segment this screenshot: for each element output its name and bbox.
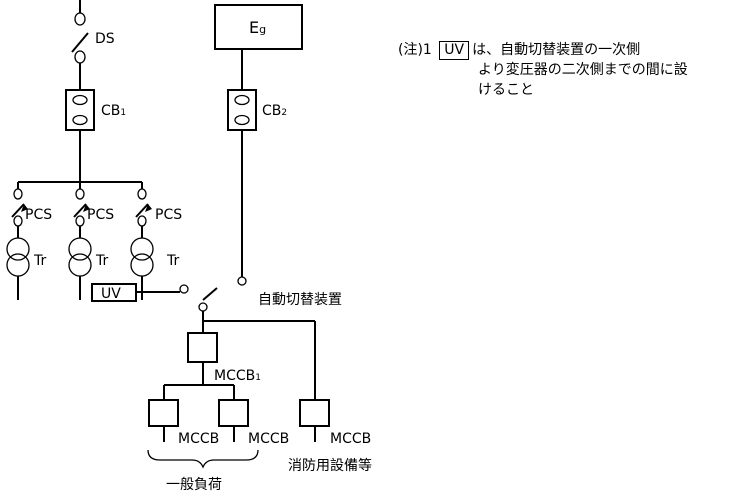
disconnector-ds: DS — [71, 31, 115, 64]
general-load-label: 一般負荷 — [166, 477, 222, 493]
mccb-fire-equipment: MCCB 消防用設備等 — [288, 321, 372, 474]
uv-label: UV — [101, 286, 121, 302]
automatic-transfer-switch: 自動切替装置 — [198, 276, 342, 312]
incoming-line — [74, 0, 86, 26]
mccb-general-left: MCCB — [148, 385, 219, 447]
fire-equipment-label: 消防用設備等 — [288, 457, 372, 474]
note-line-3: けること — [478, 82, 534, 98]
tr-label-3: Tr — [166, 253, 179, 269]
note-uv-box: UV — [439, 41, 470, 60]
note-text-1: は、自動切替装置の一次側 — [472, 42, 641, 58]
circuit-breaker-cb2: CB2 — [227, 89, 287, 131]
cb2-label: CB2 — [262, 103, 287, 119]
ats-label: 自動切替装置 — [258, 292, 342, 308]
pcs-label-2: PCS — [87, 207, 114, 223]
note-prefix: (注)1 — [398, 42, 432, 58]
transformer-branch-3: Tr PCS — [130, 182, 182, 300]
mccb-label-1: MCCB — [178, 431, 219, 447]
tr-label-2: Tr — [95, 253, 108, 269]
uv-relay: UV — [91, 283, 189, 302]
pcs-label-1: PCS — [25, 207, 52, 223]
ds-label: DS — [95, 31, 115, 47]
mccb-label-3: MCCB — [330, 431, 371, 447]
mccb1-label: MCCB1 — [214, 368, 261, 384]
pcs-label-3: PCS — [155, 207, 182, 223]
tr-label-1: Tr — [33, 253, 46, 269]
note-line-2: より変圧器の二次側までの間に設 — [478, 62, 688, 78]
general-load-brace — [147, 449, 259, 469]
mccb-general-right: MCCB — [218, 385, 289, 447]
eg-label: Eg — [249, 18, 266, 37]
cb1-label: CB1 — [101, 103, 126, 119]
transformer-branch-2: PCS Tr — [68, 182, 114, 300]
generator-eg: Eg — [214, 4, 303, 50]
transformer-branch-1: PCS Tr — [6, 182, 52, 300]
mccb1: MCCB1 — [187, 332, 261, 384]
mccb-label-2: MCCB — [248, 431, 289, 447]
circuit-breaker-cb1: CB1 — [65, 89, 126, 131]
